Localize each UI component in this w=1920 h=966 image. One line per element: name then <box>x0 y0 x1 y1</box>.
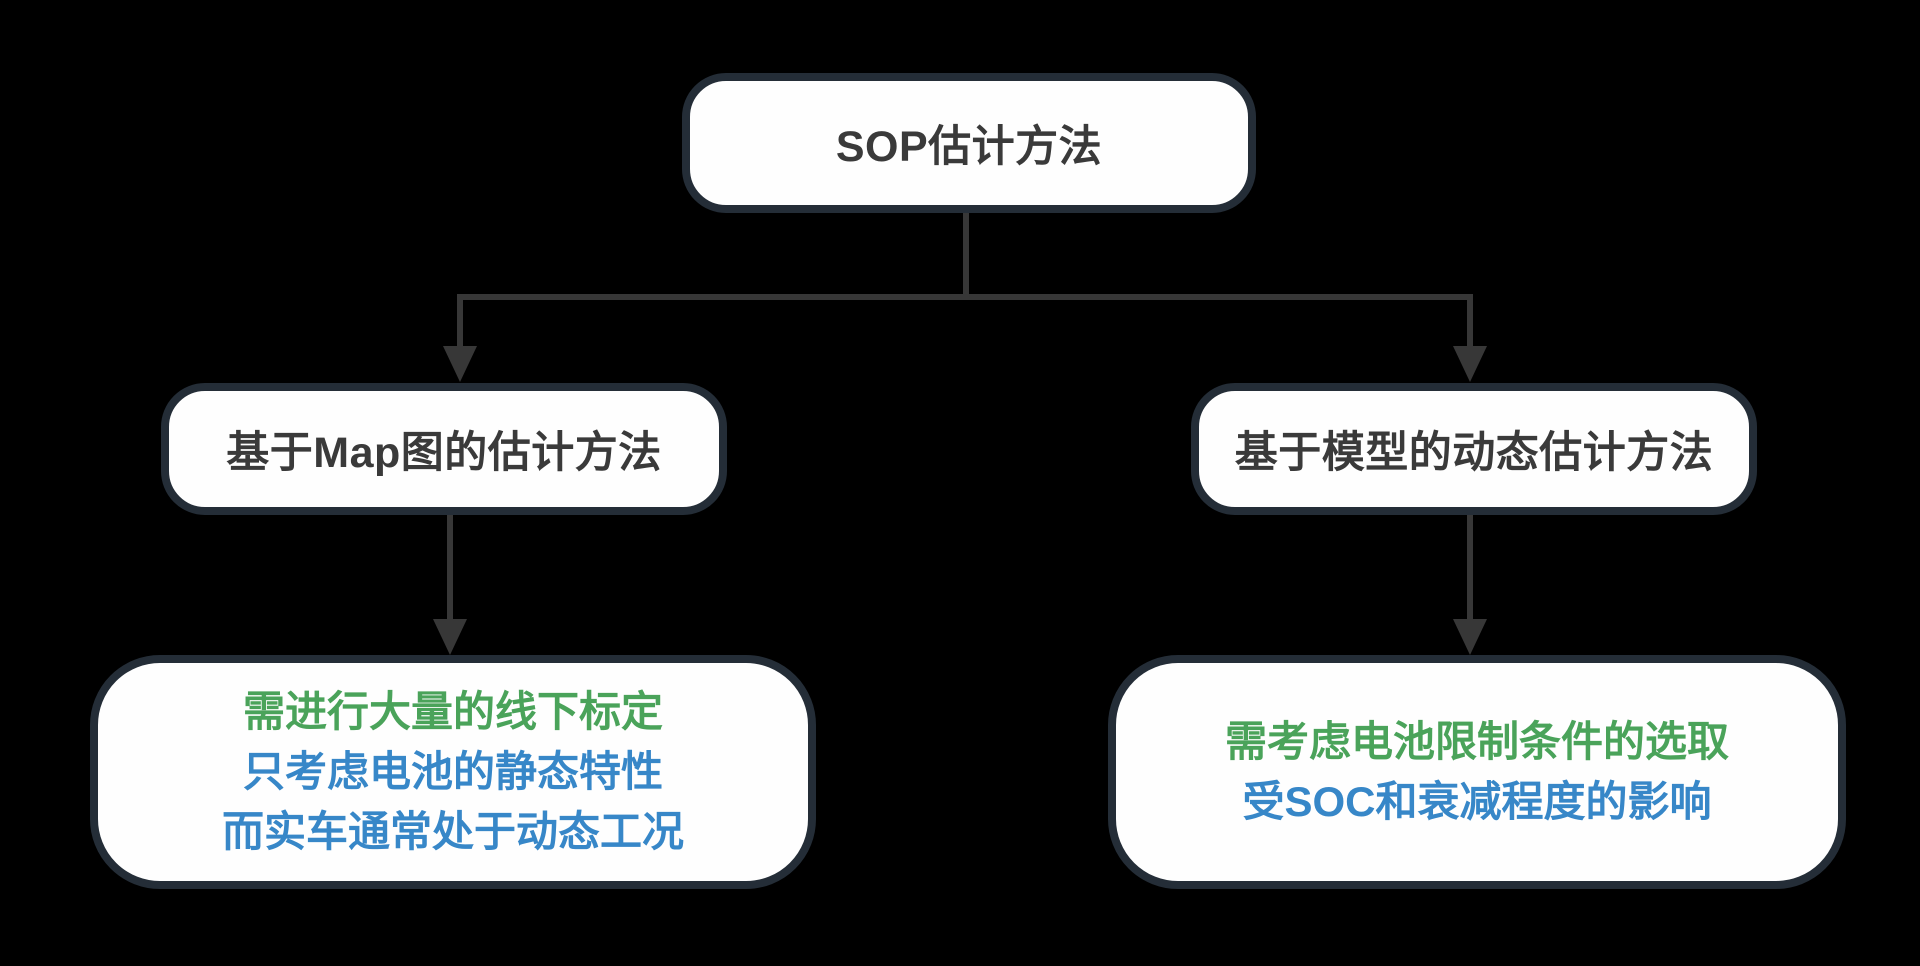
note-line: 需进行大量的线下标定 <box>242 688 663 735</box>
node-branch-map: 基于Map图的估计方法 <box>161 383 727 515</box>
arrow-down-icon <box>433 619 467 655</box>
note-line: 而实车通常处于动态工况 <box>221 808 684 855</box>
note-line: 受SOC和衰减程度的影响 <box>1242 778 1712 825</box>
note-line: 需考虑电池限制条件的选取 <box>1224 718 1729 765</box>
node-branch-model: 基于模型的动态估计方法 <box>1191 383 1757 515</box>
node-note-map: 需进行大量的线下标定 只考虑电池的静态特性 而实车通常处于动态工况 <box>90 655 816 889</box>
node-root: SOP估计方法 <box>682 73 1256 213</box>
arrow-down-icon <box>443 346 477 382</box>
connector-branch-left-to-note <box>447 512 453 622</box>
node-note-model: 需考虑电池限制条件的选取 受SOC和衰减程度的影响 <box>1108 655 1846 889</box>
connector-drop-left <box>457 294 463 350</box>
node-branch-model-label: 基于模型的动态估计方法 <box>1234 429 1714 477</box>
arrow-down-icon <box>1453 346 1487 382</box>
connector-split-bar <box>457 294 1473 300</box>
note-line: 只考虑电池的静态特性 <box>242 748 663 795</box>
connector-drop-right <box>1467 294 1473 350</box>
connector-branch-right-to-note <box>1467 512 1473 622</box>
connector-root-stub <box>963 211 969 295</box>
node-branch-map-label: 基于Map图的估计方法 <box>226 429 662 477</box>
node-root-label: SOP估计方法 <box>835 123 1103 171</box>
arrow-down-icon <box>1453 619 1487 655</box>
